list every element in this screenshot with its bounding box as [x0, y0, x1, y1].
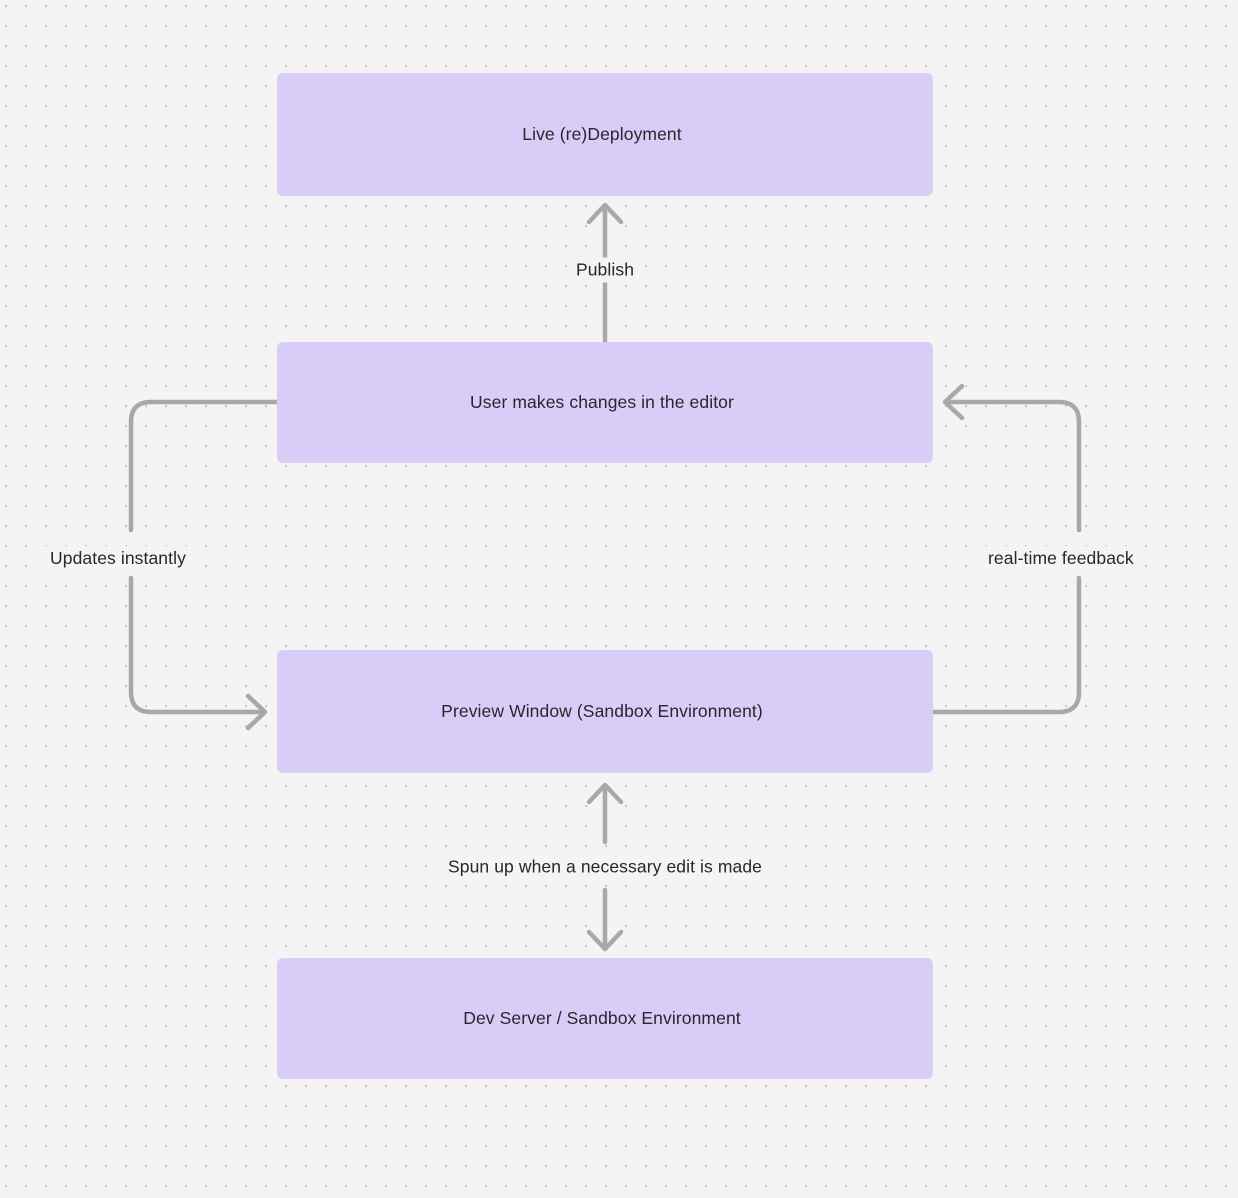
node-preview-window[interactable]: Preview Window (Sandbox Environment) — [277, 650, 933, 773]
node-user-edits-label: User makes changes in the editor — [470, 392, 734, 412]
edge-real-time-feedback-arrowhead — [942, 383, 965, 421]
edge-updates-instantly-line-lower — [128, 575, 266, 715]
node-user-edits[interactable]: User makes changes in the editor — [277, 342, 933, 463]
edge-publish-arrowhead — [586, 202, 624, 225]
edge-updates-instantly-line-upper — [128, 399, 280, 533]
edge-label-updates-instantly: Updates instantly — [44, 546, 192, 571]
edge-spun-up-arrowhead-down — [586, 929, 624, 952]
node-dev-server-label: Dev Server / Sandbox Environment — [463, 1008, 741, 1028]
node-preview-window-label: Preview Window (Sandbox Environment) — [441, 701, 763, 721]
edge-label-spun-up: Spun up when a necessary edit is made — [441, 854, 769, 880]
edge-real-time-feedback-line-lower — [930, 575, 1082, 715]
node-dev-server[interactable]: Dev Server / Sandbox Environment — [277, 958, 933, 1079]
edge-real-time-feedback-line-upper — [944, 399, 1082, 533]
edge-label-real-time-feedback: real-time feedback — [982, 546, 1140, 571]
node-live-deployment[interactable]: Live (re)Deployment — [277, 73, 933, 196]
edge-spun-up-arrowhead-up — [586, 782, 624, 805]
node-live-deployment-label: Live (re)Deployment — [522, 124, 682, 144]
edge-updates-instantly-arrowhead — [245, 693, 268, 731]
edge-label-publish: Publish — [569, 257, 641, 283]
